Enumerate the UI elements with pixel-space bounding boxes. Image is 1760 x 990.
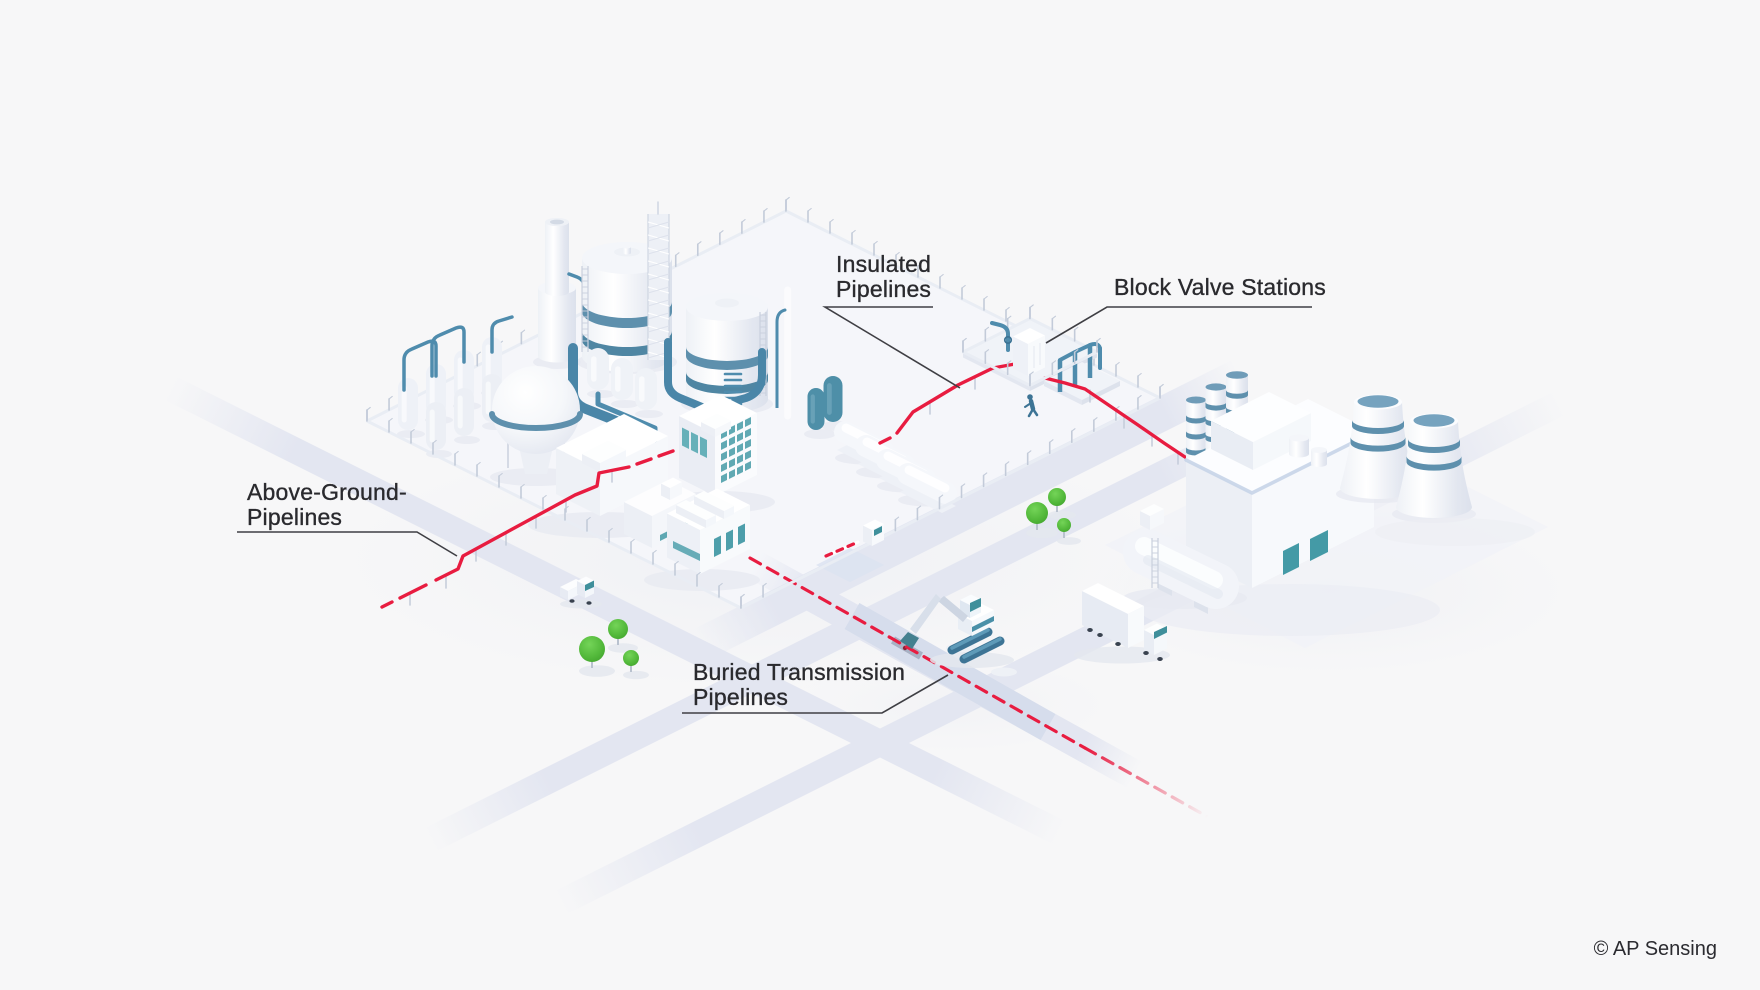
- leader-line-block-valve: [1045, 306, 1312, 344]
- leader-line-buried: [682, 674, 949, 714]
- vehicles: [560, 576, 1170, 668]
- block-valve-station: [878, 304, 1199, 466]
- annotation-above-ground-pipelines: Above-Ground- Pipelines: [237, 479, 458, 557]
- annotation-block-valve-stations: Block Valve Stations: [1045, 274, 1326, 344]
- power-plant: [1105, 371, 1548, 648]
- copyright-text: © AP Sensing: [1594, 938, 1717, 960]
- leader-line-insulated: [822, 306, 961, 389]
- annotations: Insulated Pipelines Block Valve Stations…: [237, 251, 1326, 714]
- label-above-ground-line1: Above-Ground-: [247, 479, 407, 505]
- label-above-ground-line2: Pipelines: [247, 504, 342, 530]
- label-insulated-line1: Insulated: [836, 251, 931, 277]
- label-buried-line1: Buried Transmission: [693, 659, 905, 685]
- leader-line-above-ground: [237, 531, 458, 557]
- label-insulated-line2: Pipelines: [836, 276, 931, 302]
- label-block-valve: Block Valve Stations: [1114, 274, 1326, 300]
- annotation-buried-transmission-pipelines: Buried Transmission Pipelines: [682, 659, 949, 714]
- refinery-facility: [366, 196, 1164, 610]
- annotation-insulated-pipelines: Insulated Pipelines: [822, 251, 961, 389]
- vegetation: [579, 488, 1081, 680]
- label-buried-line2: Pipelines: [693, 684, 788, 710]
